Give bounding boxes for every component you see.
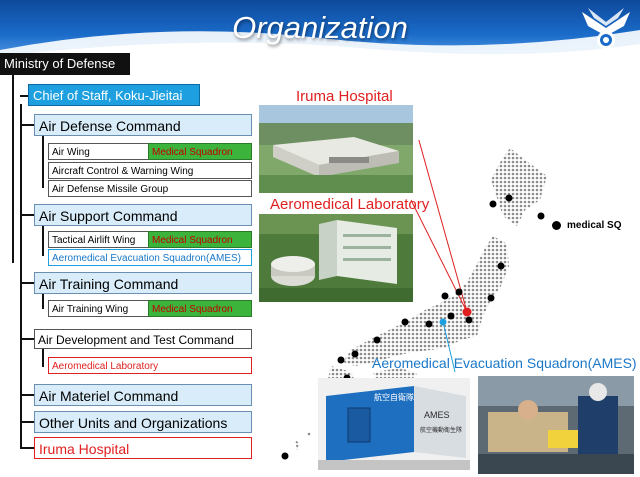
page-title: Organization <box>232 10 408 45</box>
ames-photo-label: Aeromedical Evacuation Squadron(AMES) <box>372 355 637 371</box>
legend-dot-icon <box>552 220 561 230</box>
connector <box>20 394 34 396</box>
chief-of-staff-box: Chief of Staff, Koku-Jieitai <box>28 84 200 106</box>
medical-squadron-tag: Medical Squadron <box>148 143 252 160</box>
connector <box>20 338 34 340</box>
header-wave-decoration <box>0 30 640 62</box>
command-box: Air Development and Test Command <box>34 329 252 349</box>
header-banner: Organization <box>0 0 640 62</box>
command-box: Air Defense Command <box>34 114 252 136</box>
medical-squadron-tag: Medical Squadron <box>148 231 252 248</box>
medical-squadron-tag: Medical Squadron <box>148 300 252 317</box>
sub-trunk <box>42 136 44 188</box>
ames-container-photo: 航空自衛隊 AMES 航空機動衛生隊 <box>318 378 470 470</box>
aeromedical-laboratory-photo <box>259 214 413 302</box>
ames-unit-box: Aeromedical Evacuation Squadron(AMES) <box>48 249 252 266</box>
command-box: Air Materiel Command <box>34 384 252 406</box>
connector <box>20 214 34 216</box>
connector <box>20 95 28 97</box>
connector <box>20 282 34 284</box>
trunk-line <box>12 75 14 263</box>
ames-interior-photo <box>478 376 634 474</box>
connector <box>20 421 34 423</box>
map-legend: medical SQ <box>552 220 621 231</box>
unit-box: Aircraft Control & Warning Wing <box>48 162 252 179</box>
connector <box>20 124 34 126</box>
sub-trunk <box>42 349 44 367</box>
legend-label: medical SQ <box>567 220 622 231</box>
lab-photo-label: Aeromedical Laboratory <box>270 196 430 213</box>
jasdf-emblem-icon <box>582 8 630 49</box>
command-box: Other Units and Organizations <box>34 411 252 433</box>
container-side-text: AMES <box>424 410 450 420</box>
trunk-line <box>20 104 22 448</box>
sub-trunk <box>42 226 44 256</box>
command-box: Air Training Command <box>34 272 252 294</box>
aeromedical-laboratory-unit-box: Aeromedical Laboratory <box>48 357 252 374</box>
ministry-of-defense-box: Ministry of Defense <box>0 53 130 75</box>
sub-trunk <box>42 293 44 309</box>
iruma-hospital-marker <box>462 307 472 317</box>
hospital-photo-label: Iruma Hospital <box>296 88 393 105</box>
container-japanese-text: 航空自衛隊 <box>374 392 414 402</box>
command-box: Air Support Command <box>34 204 252 226</box>
ames-base-marker <box>439 318 447 326</box>
iruma-hospital-box: Iruma Hospital <box>34 437 252 459</box>
connector <box>20 447 34 449</box>
unit-box: Air Defense Missile Group <box>48 180 252 197</box>
iruma-hospital-photo <box>259 105 413 193</box>
container-sub-text: 航空機動衛生隊 <box>420 426 462 434</box>
